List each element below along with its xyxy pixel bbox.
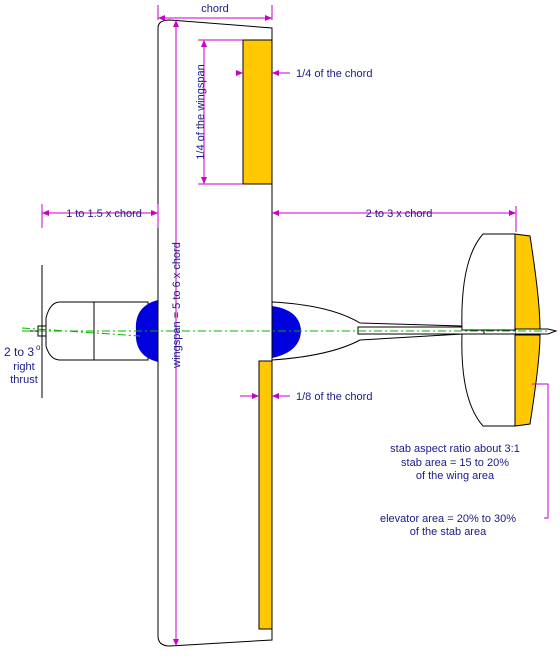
wingspan-label: wingspan = 5 to 6 x chord [171, 242, 183, 369]
tail-moment-label: 2 to 3 x chord [366, 208, 433, 220]
wing [157, 19, 273, 647]
thrust-label-degree: o [36, 343, 41, 352]
thrust-label-line1: 2 to 3 [4, 345, 34, 359]
elevator-notes: elevator area = 20% to 30% of the stab a… [380, 513, 516, 538]
horizontal-stabilizer [461, 233, 558, 427]
stab-note-3: of the wing area [416, 470, 495, 482]
nose-length-label: 1 to 1.5 x chord [66, 208, 142, 220]
stab-notes: stab aspect ratio about 3:1 stab area = … [390, 443, 520, 482]
elevator-top [514, 233, 541, 330]
aileron [242, 39, 273, 185]
elevator-note-1: elevator area = 20% to 30% [380, 513, 516, 525]
flap [258, 360, 273, 630]
chord-label: chord [201, 3, 229, 15]
thrust-label-line3: thrust [10, 374, 38, 386]
thrust-label: 2 to 3 o right thrust [4, 343, 41, 386]
elevator-note-2: of the stab area [410, 526, 487, 538]
stab-note-1: stab aspect ratio about 3:1 [390, 443, 520, 455]
aileron-chord-label: 1/4 of the chord [296, 68, 372, 80]
thrust-label-line2: right [13, 361, 34, 373]
stab-note-2: stab area = 15 to 20% [401, 457, 509, 469]
dimension-lines [41, 5, 549, 646]
aileron-span-label: 1/4 of the wingspan [195, 64, 207, 159]
elevator-bottom [514, 334, 541, 427]
flap-chord-label: 1/8 of the chord [296, 391, 372, 403]
wing-saddle-rear [272, 306, 301, 358]
